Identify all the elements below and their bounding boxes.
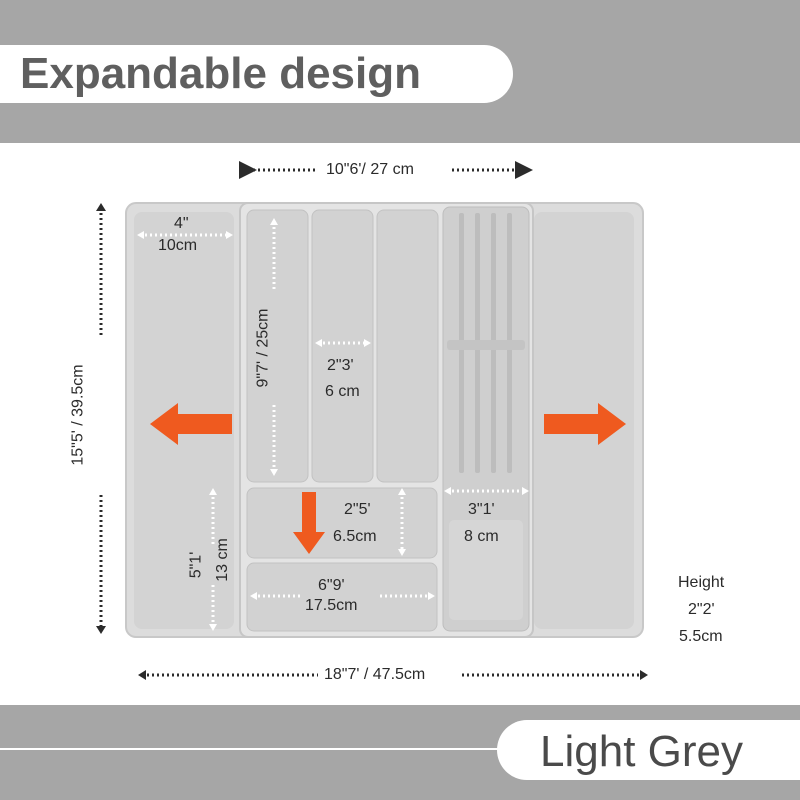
total-width-label: 18"7' / 47.5cm — [324, 666, 426, 683]
color-name: Light Grey — [540, 727, 743, 776]
front-depth-cm-label: 13 cm — [213, 538, 231, 582]
slot-width-cm-label: 6 cm — [325, 383, 360, 400]
depth-label: 15"5' / 39.5cm — [69, 364, 87, 466]
color-pill — [497, 720, 800, 780]
down-arrow-icon — [293, 492, 325, 554]
knife-block-cm-label: 8 cm — [464, 528, 499, 545]
slot-2 — [311, 209, 374, 483]
front-depth-in-label: 5"1' — [187, 551, 205, 579]
front-width-in-label: 6"9' — [318, 577, 345, 594]
slot-1 — [246, 209, 309, 483]
left-arrow-icon — [150, 403, 232, 445]
knife-block-in-label: 3"1' — [468, 501, 495, 518]
front-slot — [246, 562, 438, 632]
front-width-cm-label: 17.5cm — [305, 597, 358, 614]
height-title-label: Height — [678, 574, 725, 591]
small-slot-cm-label: 6.5cm — [333, 528, 377, 545]
small-slot — [246, 487, 438, 559]
slot-width-in-label: 2"3' — [327, 357, 354, 374]
headline-pill — [0, 45, 513, 103]
side-width-in-label: 4" — [174, 215, 189, 232]
slot-3 — [376, 209, 439, 483]
headline: Expandable design — [20, 49, 421, 98]
side-width-cm-label: 10cm — [158, 237, 198, 254]
long-slot-label: 9"7' / 25cm — [254, 308, 272, 388]
top-width-label: 10"6'/ 27 cm — [326, 161, 414, 178]
right-arrow-icon — [544, 403, 626, 445]
small-slot-in-label: 2"5' — [344, 501, 371, 518]
color-divider — [0, 748, 520, 750]
height-in-label: 2"2' — [688, 601, 715, 618]
height-cm-label: 5.5cm — [679, 628, 723, 645]
